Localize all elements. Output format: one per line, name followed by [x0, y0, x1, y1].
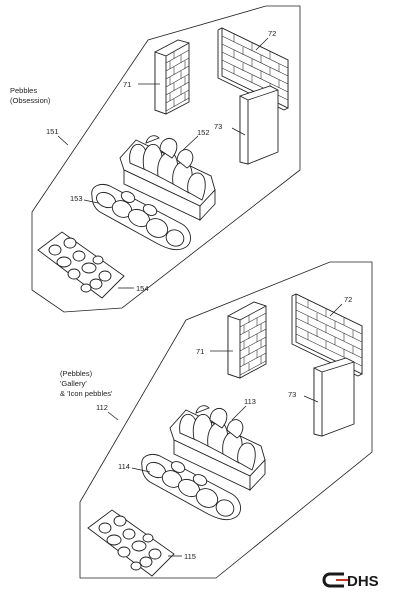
lower-group-label-line3: & 'Icon pebbles': [60, 389, 113, 398]
lower-ref-73: 73: [288, 390, 296, 399]
upper-plain-panel: [239, 85, 279, 165]
lower-ref-71: 71: [196, 347, 204, 356]
lower-group-label-line2: 'Gallery': [60, 379, 87, 388]
lower-ref-72: 72: [344, 295, 352, 304]
upper-pebble-tray-bottom: [91, 184, 191, 251]
upper-pebble-tray-top: [119, 135, 216, 222]
upper-group-label-line1: Pebbles: [10, 86, 37, 95]
logo-text: DHS: [347, 573, 379, 590]
lower-left-brick-panel: [227, 301, 267, 379]
upper-left-brick-panel: [154, 39, 190, 115]
upper-group-ref: 151: [46, 127, 59, 136]
lower-pebble-tray-bottom: [141, 454, 241, 521]
lower-right-brick-panel: [291, 293, 363, 377]
upper-loose-pebbles: [37, 231, 125, 299]
lower-ref-114: 114: [118, 462, 130, 471]
lower-group-ref: 112: [96, 403, 108, 412]
lower-ref-113: 113: [244, 397, 256, 406]
lower-kit: 71: [60, 261, 373, 579]
logo-mark-icon: [322, 572, 344, 588]
upper-kit: 71: [10, 5, 301, 313]
lower-kit-outline: [79, 261, 373, 579]
upper-ref-154: 154: [136, 284, 149, 293]
dhs-logo: DHS: [322, 572, 379, 590]
upper-kit-outline: [31, 5, 301, 313]
upper-ref-152: 152: [197, 128, 210, 137]
lower-group-label-line1: (Pebbles): [60, 369, 93, 378]
lower-plain-panel: [313, 357, 355, 437]
lower-loose-pebbles: [87, 509, 175, 577]
upper-ref-72: 72: [268, 29, 276, 38]
lower-ref-115: 115: [184, 552, 196, 561]
lower-pebble-tray-top: [169, 405, 266, 492]
upper-ref-71: 71: [123, 80, 131, 89]
upper-ref-153: 153: [70, 194, 83, 203]
upper-ref-73: 73: [214, 122, 222, 131]
upper-group-label-line2: (Obsession): [10, 96, 51, 105]
